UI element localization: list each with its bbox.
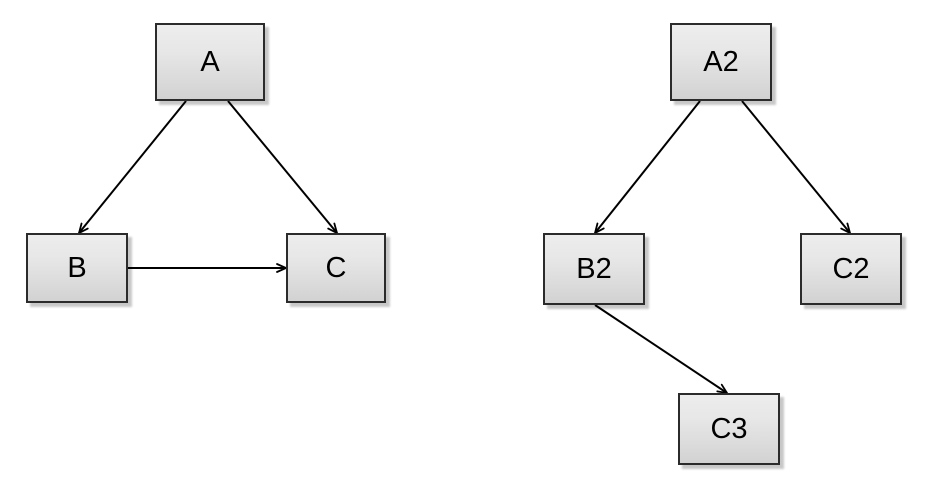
node-label: B xyxy=(67,251,87,284)
node-b2[interactable]: B2 xyxy=(543,233,645,305)
node-a[interactable]: A xyxy=(155,23,265,101)
node-c3[interactable]: C3 xyxy=(678,393,780,465)
edge-b2-c3 xyxy=(594,304,729,395)
node-label: A2 xyxy=(703,45,739,78)
edge-a-c xyxy=(227,100,339,235)
node-label: B2 xyxy=(576,252,612,285)
node-label: C xyxy=(325,251,347,284)
node-c[interactable]: C xyxy=(286,233,386,303)
node-a2[interactable]: A2 xyxy=(670,23,772,101)
node-b[interactable]: B xyxy=(26,233,128,303)
edge-a2-c2 xyxy=(741,100,852,235)
node-label: C2 xyxy=(832,252,870,285)
node-c2[interactable]: C2 xyxy=(800,233,902,305)
edge-a-b xyxy=(77,100,187,235)
edges-group xyxy=(77,100,852,395)
node-label: C3 xyxy=(710,412,748,445)
node-label: A xyxy=(200,45,220,78)
edge-a2-b2 xyxy=(593,100,701,235)
